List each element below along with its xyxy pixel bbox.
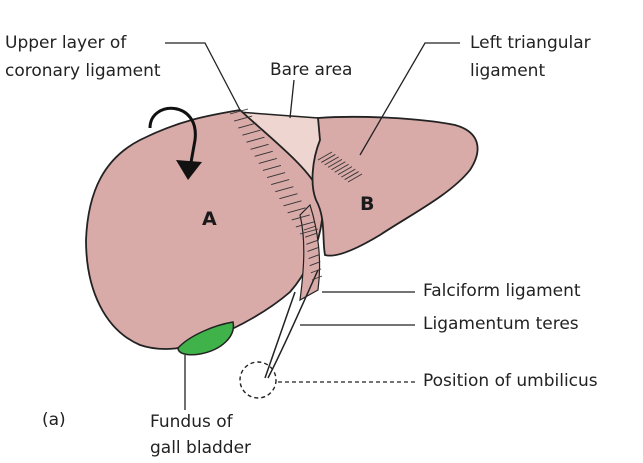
left-lobe bbox=[313, 117, 478, 256]
label-fundus-1: Fundus of bbox=[150, 412, 233, 433]
label-fundus-2: gall bladder bbox=[150, 438, 251, 459]
region-b-label: B bbox=[360, 193, 374, 215]
label-bare-area: Bare area bbox=[270, 60, 352, 81]
label-upper-layer-1: Upper layer of bbox=[5, 33, 126, 54]
leader-bare-area bbox=[290, 80, 294, 118]
umbilicus-circle bbox=[240, 362, 276, 398]
label-upper-layer-2: coronary ligament bbox=[5, 61, 161, 82]
leader-upper-layer bbox=[165, 43, 240, 110]
label-falciform: Falciform ligament bbox=[423, 281, 581, 302]
figure-label: (a) bbox=[42, 410, 66, 431]
label-left-triangular-1: Left triangular bbox=[470, 33, 591, 54]
label-left-triangular-2: ligament bbox=[470, 61, 545, 82]
label-umbilicus: Position of umbilicus bbox=[423, 371, 598, 392]
label-ligamentum-teres: Ligamentum teres bbox=[423, 314, 579, 335]
region-a-label: A bbox=[202, 208, 217, 230]
